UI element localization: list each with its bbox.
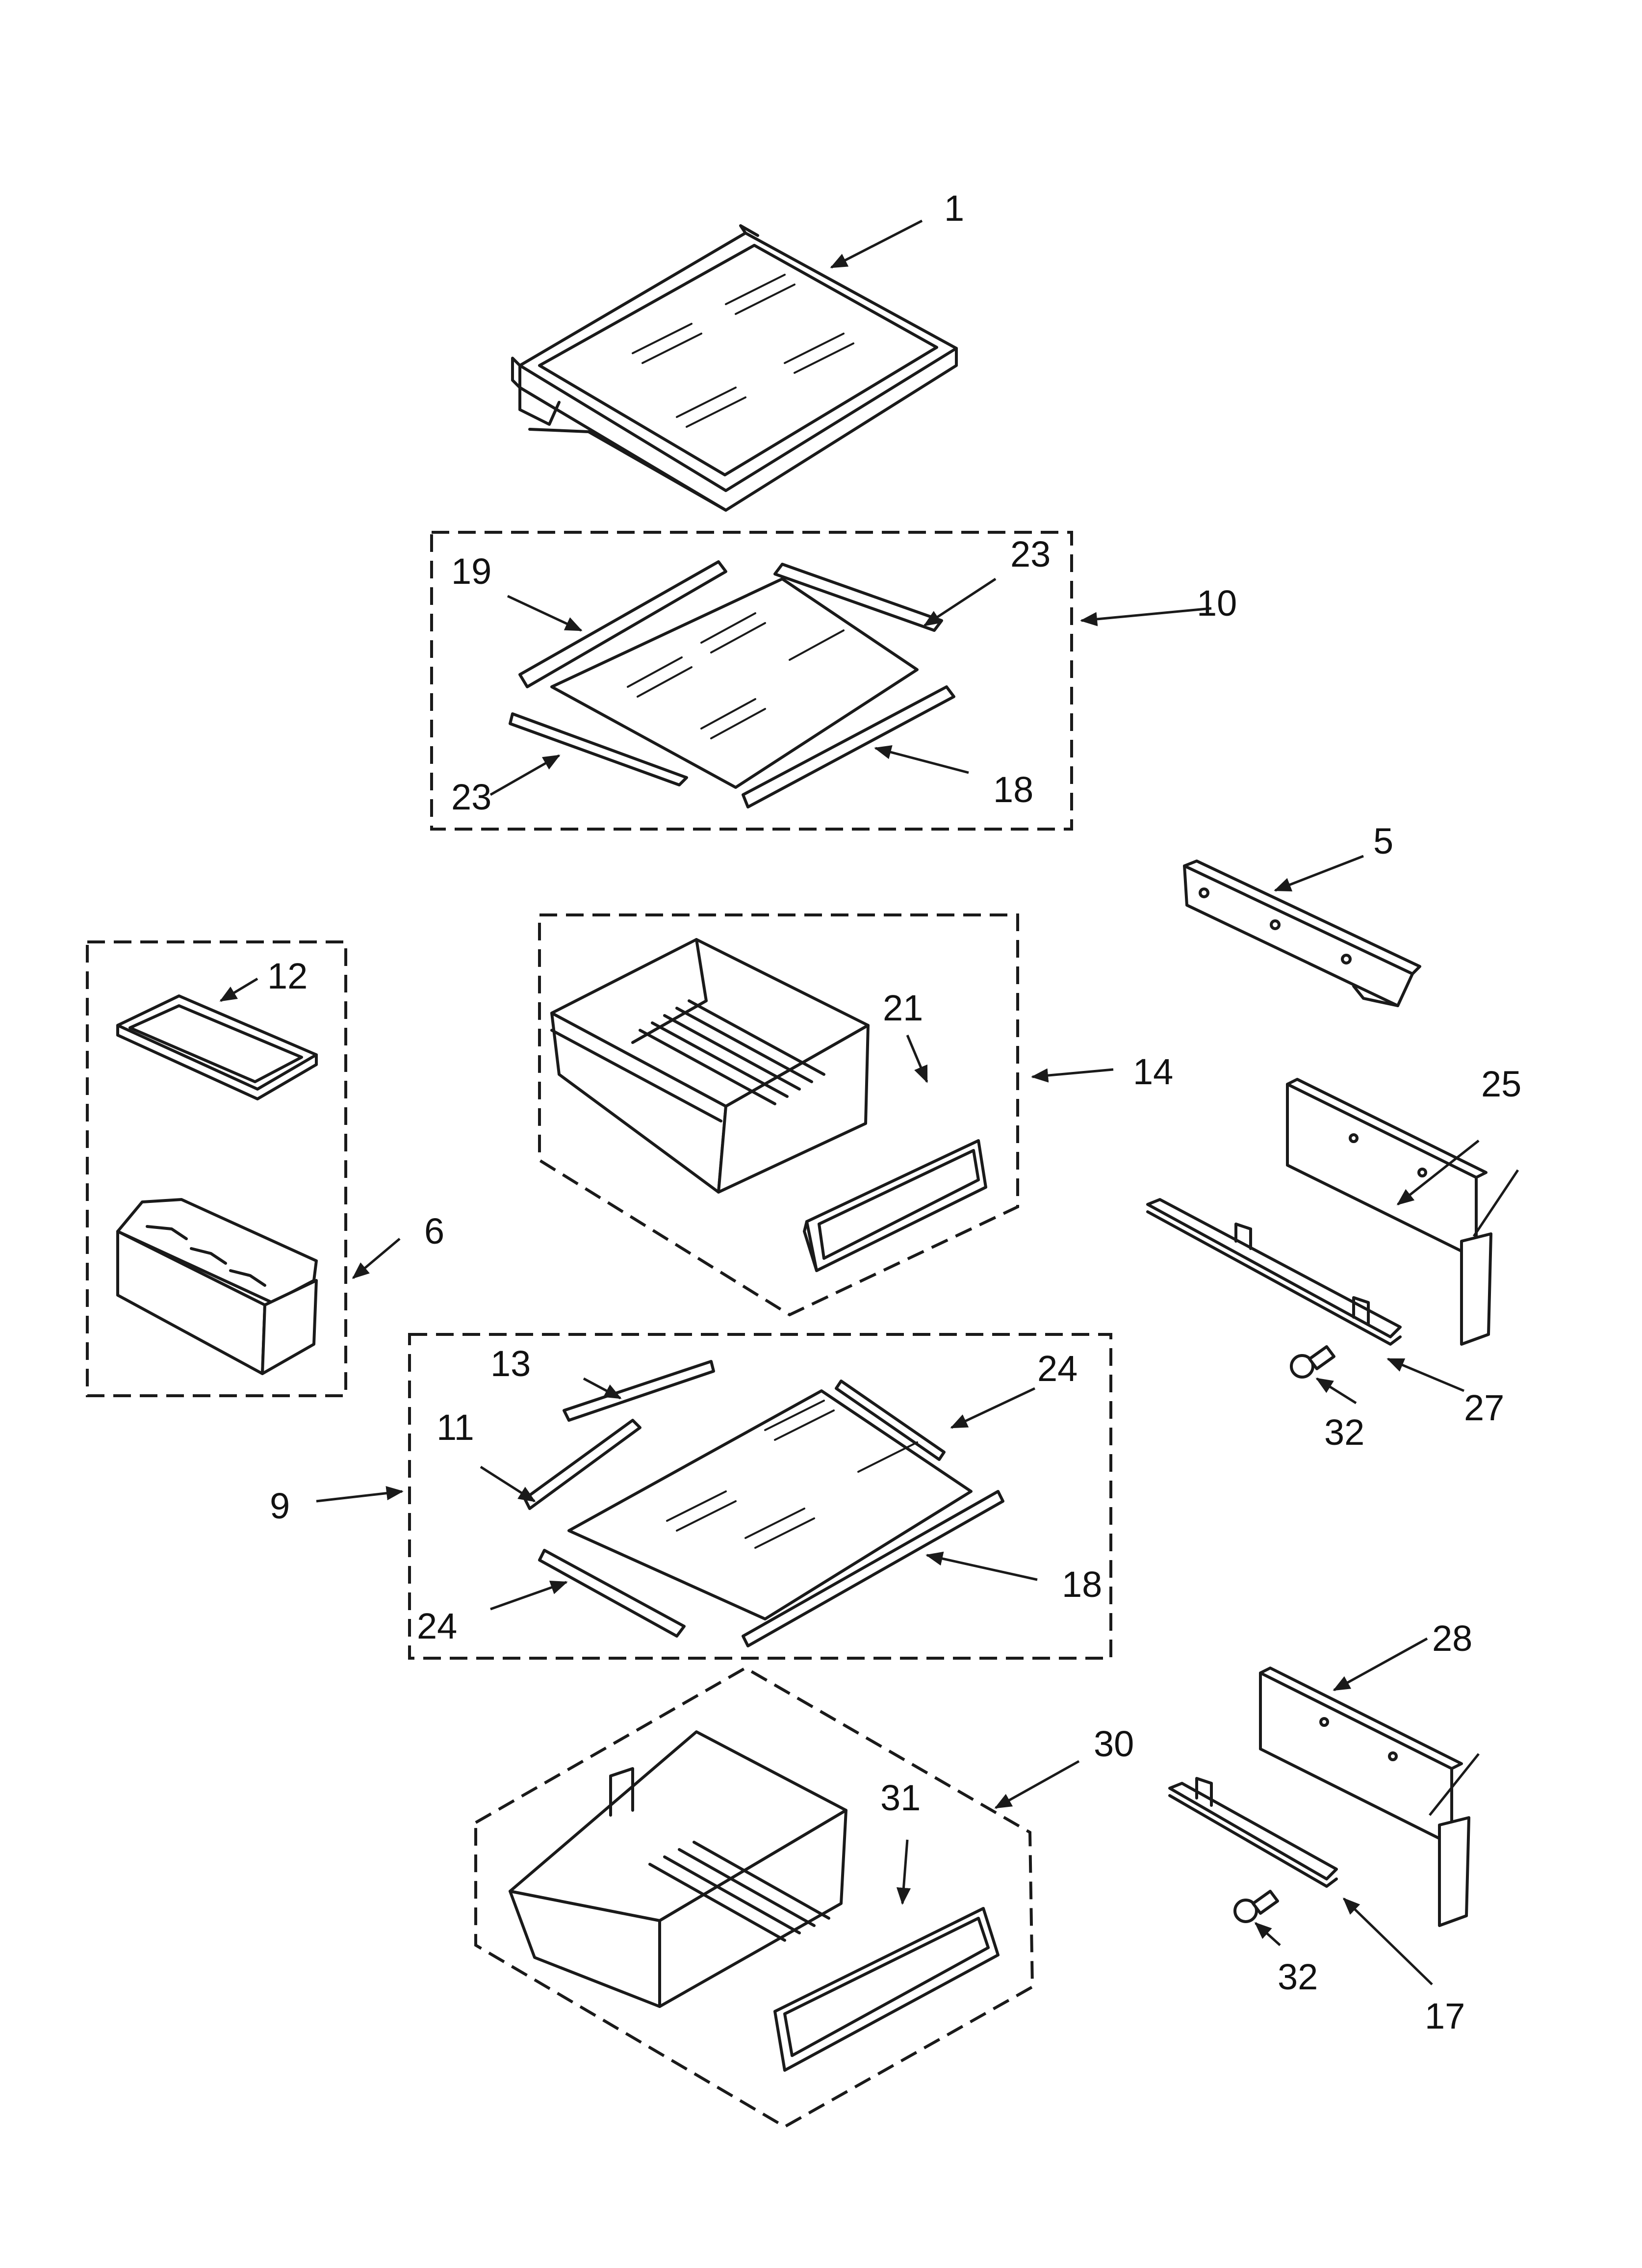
bin-kit-part-6: [86, 940, 347, 1397]
glass-kit-part-9: [408, 1333, 1112, 1660]
callout-23-top: 23: [1010, 534, 1051, 574]
callout-27: 27: [1464, 1387, 1504, 1428]
callout-31: 31: [880, 1777, 921, 1818]
crisper-kit-part-14: [538, 913, 1019, 1317]
screw-part-32a: [1290, 1345, 1335, 1379]
callout-24-bottom: 24: [417, 1606, 457, 1646]
callout-19: 19: [451, 551, 491, 592]
callout-18-bottom: 18: [1062, 1564, 1102, 1605]
callout-12: 12: [267, 956, 308, 996]
frame-part-25: [1286, 1078, 1492, 1346]
frame-part-28: [1259, 1667, 1470, 1927]
callout-11: 11: [436, 1407, 474, 1448]
leader-lines: [219, 219, 1519, 1985]
slide-part-27: [1146, 1198, 1402, 1346]
callout-6: 6: [424, 1211, 444, 1251]
callout-17: 17: [1425, 1996, 1465, 2036]
callout-23-bottom: 23: [451, 777, 491, 817]
callout-10: 10: [1197, 583, 1237, 624]
callout-9: 9: [270, 1486, 290, 1526]
crisper-kit-part-30: [474, 1666, 1034, 2129]
callout-32-bottom: 32: [1278, 1956, 1318, 1997]
callout-14: 14: [1133, 1051, 1173, 1092]
glass-kit-part-10: [430, 531, 1073, 831]
callout-24-top: 24: [1037, 1348, 1078, 1389]
callout-1: 1: [944, 188, 964, 229]
slide-part-17: [1168, 1777, 1338, 1888]
callout-21: 21: [883, 988, 923, 1028]
callout-18-top: 18: [993, 769, 1033, 810]
shelf-assembly-part-1: [511, 224, 958, 512]
callout-28: 28: [1432, 1618, 1472, 1659]
callout-25: 25: [1481, 1064, 1521, 1104]
screw-part-32b: [1233, 1890, 1279, 1923]
callout-30: 30: [1094, 1723, 1134, 1764]
callout-5: 5: [1373, 821, 1393, 861]
callout-labels: 1 19 23 10 23 18 5 12 21 14 6 25 13 24 1…: [267, 188, 1521, 2036]
rail-part-5: [1183, 860, 1421, 1007]
callout-13: 13: [490, 1343, 531, 1384]
callout-32-top: 32: [1324, 1412, 1364, 1453]
